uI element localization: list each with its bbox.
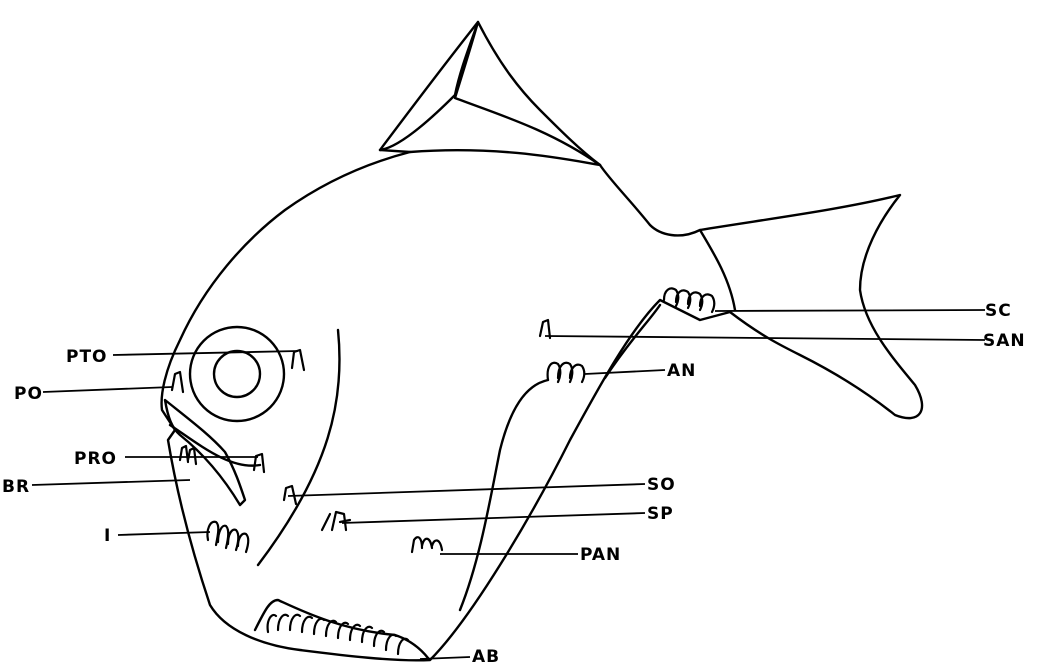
leader-so	[288, 484, 645, 496]
label-ab: AB	[472, 647, 500, 667]
label-sc: SC	[985, 301, 1012, 321]
fish-body-outline	[162, 22, 922, 660]
label-so: SO	[647, 475, 676, 495]
label-i: I	[104, 526, 111, 546]
eye-inner	[214, 351, 260, 397]
photophore-pan	[412, 537, 442, 552]
caudal-peduncle-line	[700, 230, 735, 310]
label-pto: PTO	[66, 347, 108, 367]
photophore-po	[172, 372, 183, 392]
eye-outer	[190, 327, 284, 421]
label-sp: SP	[647, 504, 674, 524]
leader-po	[43, 387, 172, 392]
leader-sp	[342, 513, 645, 523]
leader-pto	[113, 351, 298, 355]
label-po: PO	[14, 384, 43, 404]
operculum-line	[258, 330, 340, 565]
leader-i	[118, 532, 210, 535]
leader-an	[585, 370, 665, 374]
leader-sc	[715, 310, 985, 311]
label-an: AN	[667, 361, 696, 381]
leader-br	[32, 480, 190, 485]
anal-edge	[605, 305, 660, 378]
photophore-br	[180, 446, 196, 464]
ventral-ridge	[255, 600, 428, 658]
photophore-sp	[322, 512, 350, 530]
label-pro: PRO	[74, 449, 117, 469]
label-san: SAN	[983, 331, 1026, 351]
photophore-pto	[292, 350, 304, 370]
photophore-i	[207, 522, 248, 552]
photophore-an	[548, 363, 585, 382]
photophore-sc	[664, 288, 714, 312]
label-br: BR	[2, 477, 30, 497]
mouth-line	[170, 425, 260, 466]
label-pan: PAN	[580, 545, 621, 565]
pelvic-outline	[460, 380, 548, 610]
